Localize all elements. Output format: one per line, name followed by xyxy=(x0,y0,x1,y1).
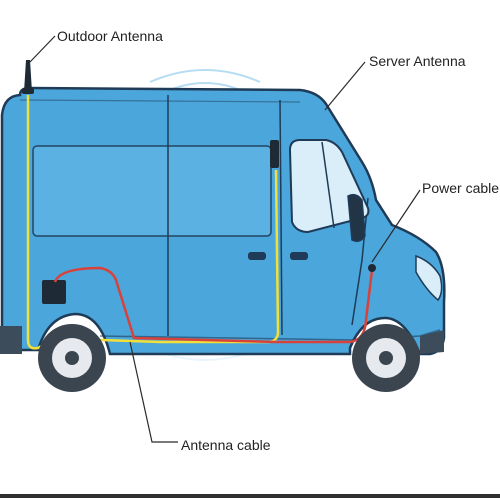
power-connector xyxy=(368,264,376,272)
headlight xyxy=(415,254,443,302)
leader-antenna-cable xyxy=(129,341,178,443)
window-pillar xyxy=(321,141,335,229)
door-handle-1 xyxy=(248,252,266,260)
rear-wheel xyxy=(38,324,106,392)
rear-bumper xyxy=(0,326,22,354)
door-line-2 xyxy=(279,99,283,336)
outdoor-antenna-base xyxy=(22,88,34,94)
router-box xyxy=(42,280,66,304)
door-handle-2 xyxy=(290,252,308,260)
outdoor-antenna xyxy=(24,60,32,92)
leader-server-antenna xyxy=(324,61,366,111)
label-power-cable: Power cable xyxy=(422,180,500,196)
label-outdoor-antenna: Outdoor Antenna xyxy=(57,28,163,44)
side-mirror xyxy=(347,193,366,243)
ground-line xyxy=(0,494,500,498)
server-antenna xyxy=(270,140,279,168)
front-door-line xyxy=(351,197,369,326)
front-wheel xyxy=(352,324,420,392)
label-antenna-cable: Antenna cable xyxy=(181,437,271,453)
cargo-window xyxy=(32,145,272,237)
label-server-antenna: Server Antenna xyxy=(369,53,466,69)
roof-line xyxy=(19,99,301,103)
yellow-antenna-cable xyxy=(26,95,280,350)
callout-lines xyxy=(29,35,421,443)
leader-outdoor-antenna xyxy=(29,35,56,63)
front-bumper xyxy=(420,330,444,354)
leader-power-cable xyxy=(371,189,421,263)
